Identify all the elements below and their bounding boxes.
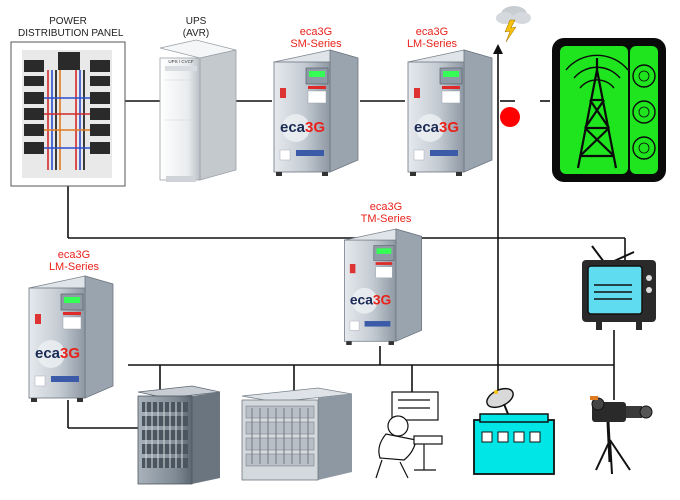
operator-icon[interactable] [375,391,443,479]
sm-label-line2: SM-Series [290,38,342,50]
server-rack-1[interactable] [137,385,221,485]
eca3g-lm-series-cabinet-top[interactable] [407,49,493,177]
alarm-indicator [500,107,520,127]
satellite-building-icon[interactable] [473,385,555,475]
lm-top-label-line2: LM-Series [406,38,458,50]
ups-avr-cabinet[interactable]: UPS / CVCF [159,39,237,182]
pdp-label-line2: DISTRIBUTION PANEL [18,28,124,39]
eca3g-sm-series-cabinet[interactable] [273,49,359,177]
lm-left-label-line2: LM-Series [48,261,100,273]
studio-camera-icon[interactable] [590,396,653,475]
tv-icon[interactable] [582,245,656,330]
server-rack-2[interactable] [241,387,353,481]
power-distribution-panel[interactable] [10,41,126,187]
svg-text:UPS / CVCF: UPS / CVCF [168,59,194,64]
ups-label-line1: UPS [185,16,207,27]
sm-label-line1: eca3G [299,26,333,38]
tm-label-line2: TM-Series [360,213,412,225]
lm-top-label-line1: eca3G [415,26,449,38]
eca3g-lm-series-cabinet-left[interactable] [28,275,114,403]
lm-left-label-line1: eca3G [57,249,91,261]
pdp-label-line1: POWER [49,16,87,27]
pdp-label: POWER DISTRIBUTION PANEL [18,16,124,40]
sm-series-label: eca3G SM-Series [276,26,356,50]
lm-series-label-left: eca3G LM-Series [34,249,114,273]
cable-lines [67,52,626,429]
broadcast-tower-icon[interactable] [552,38,666,182]
arrow-up-icon [493,44,503,54]
tm-series-label: eca3G TM-Series [346,201,426,225]
tm-label-line1: eca3G [369,201,403,213]
eca3g-tm-series-cabinet[interactable] [343,228,423,346]
ups-label: UPS (AVR) [166,16,226,40]
ups-label-line2: (AVR) [182,28,210,39]
lm-series-label-top: eca3G LM-Series [392,26,472,50]
lightning-cloud-icon [496,6,531,43]
